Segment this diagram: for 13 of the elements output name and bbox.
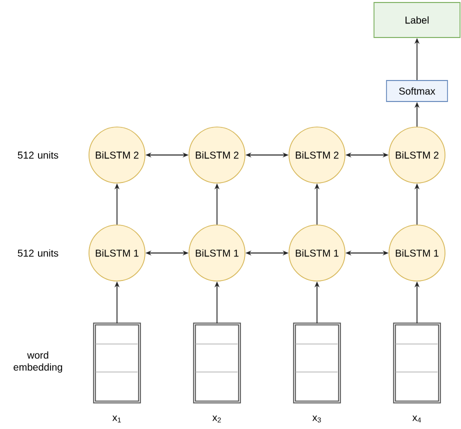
embedding-vector xyxy=(193,322,241,404)
input-label: x$_{2}$ xyxy=(212,416,221,422)
embedding-vector xyxy=(293,322,341,404)
embedding-vector xyxy=(93,322,141,404)
layer-label: 512 units xyxy=(18,151,58,159)
softmax-box: Softmax xyxy=(386,80,448,102)
embedding-vector xyxy=(393,322,441,404)
input-label: x$_{1}$ xyxy=(112,416,121,422)
output-box: Label xyxy=(374,2,460,38)
layer-label: 512 units xyxy=(18,249,58,257)
layer-label: word embedding xyxy=(14,351,62,373)
input-label: x$_{3}$ xyxy=(312,416,321,422)
input-label: x$_{4}$ xyxy=(412,416,421,422)
